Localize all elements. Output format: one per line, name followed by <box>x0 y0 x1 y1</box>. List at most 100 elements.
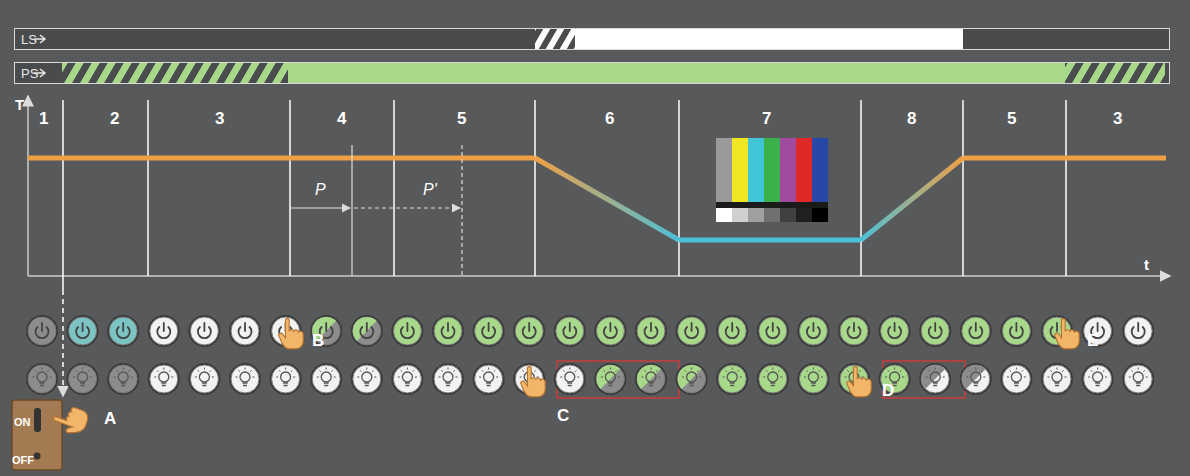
bulb-symbol <box>811 383 816 386</box>
power-symbol <box>82 323 84 331</box>
power-symbol <box>163 323 165 331</box>
power-icon <box>515 317 543 345</box>
power-icon <box>351 315 383 347</box>
bulb-ray <box>116 370 117 371</box>
bulb-ray <box>129 370 130 371</box>
power-symbol <box>610 323 612 331</box>
power-symbol <box>894 323 896 331</box>
phase-number: 5 <box>457 110 466 127</box>
power-symbol <box>934 323 936 331</box>
power-symbol <box>1016 323 1018 331</box>
bulb-ray <box>699 377 701 378</box>
bulb-symbol <box>1093 372 1103 382</box>
callout-letter: B <box>312 332 324 349</box>
lamp-icon <box>1000 363 1032 395</box>
lamp-icon <box>67 363 99 395</box>
bulb-ray <box>479 377 481 378</box>
bulb-symbol <box>1055 383 1060 386</box>
bulb-ray <box>210 370 211 371</box>
bulb-ray <box>900 370 901 371</box>
lamp-icon <box>231 365 259 393</box>
bulb-ray <box>276 377 278 378</box>
bulb-symbol <box>159 372 169 382</box>
bulb-symbol <box>118 372 128 382</box>
power-symbol <box>366 323 368 331</box>
bulb-ray <box>496 377 498 378</box>
bulb-ray <box>334 377 336 378</box>
period-label: P <box>315 182 326 198</box>
lamp-icon <box>1122 363 1154 395</box>
bulb-ray <box>888 370 889 371</box>
bulb-ray <box>804 377 806 378</box>
bulb-symbol <box>405 383 410 386</box>
switch-label: ON <box>14 417 31 428</box>
bulb-ray <box>885 377 887 378</box>
power-symbol <box>325 323 327 331</box>
bulb-symbol <box>446 383 451 386</box>
bulb-ray <box>813 368 814 370</box>
bulb-ray <box>604 370 605 371</box>
bulb-ray <box>902 377 904 378</box>
power-icon <box>635 315 667 347</box>
bulb-ray <box>114 377 116 378</box>
power-icon <box>28 317 56 345</box>
bulb-ray <box>847 370 848 371</box>
lamp-icon <box>351 363 383 395</box>
bulb-ray <box>821 377 823 378</box>
power-icon <box>231 317 259 345</box>
bulb-ray <box>651 368 652 370</box>
lamp-icon <box>757 363 789 395</box>
lamp-icon <box>107 363 139 395</box>
phase-number: 3 <box>215 110 224 127</box>
bulb-ray <box>1091 370 1092 371</box>
bulb-ray <box>398 377 400 378</box>
bulb-symbol <box>727 372 737 382</box>
power-symbol <box>813 323 815 331</box>
lamp-icon <box>69 365 97 393</box>
lamp-icon <box>554 363 586 395</box>
lamp-icon <box>635 363 667 395</box>
bulb-ray <box>204 368 205 370</box>
bulb-ray <box>236 377 238 378</box>
bulb-ray <box>90 377 92 378</box>
bulb-ray <box>1088 377 1090 378</box>
phase-number: 7 <box>762 110 771 127</box>
lamp-icon <box>718 365 746 393</box>
bulb-ray <box>1010 370 1011 371</box>
bulb-ray <box>291 370 292 371</box>
power-icon <box>1002 317 1030 345</box>
lamp-icon <box>1041 363 1073 395</box>
lamp-icon <box>799 365 827 393</box>
bulb-ray <box>1024 377 1026 378</box>
bulb-symbol <box>808 372 818 382</box>
bulb-ray <box>1022 370 1023 371</box>
bulb-ray <box>332 370 333 371</box>
bulb-symbol <box>565 372 575 382</box>
bulb-ray <box>926 377 928 378</box>
bulb-ray <box>372 370 373 371</box>
power-symbol <box>1097 323 1099 331</box>
power-icon <box>919 315 951 347</box>
axis-label: T <box>15 97 24 112</box>
bulb-ray <box>441 370 442 371</box>
bulb-symbol <box>40 383 45 386</box>
power-icon <box>473 315 505 347</box>
power-symbol <box>772 323 774 331</box>
bulb-ray <box>1097 368 1098 370</box>
bulb-ray <box>601 377 603 378</box>
bulb-ray <box>123 368 124 370</box>
bulb-ray <box>983 377 985 378</box>
power-symbol <box>488 323 490 331</box>
phase-number: 1 <box>39 110 48 127</box>
bulb-ray <box>778 370 779 371</box>
bulb-ray <box>616 370 617 371</box>
power-icon <box>678 317 706 345</box>
lamp-icon <box>475 365 503 393</box>
bulb-symbol <box>973 383 978 386</box>
bulb-ray <box>763 377 765 378</box>
bulb-ray <box>1016 368 1017 370</box>
lamp-icon <box>1082 363 1114 395</box>
lamp-icon <box>676 363 708 395</box>
lamp-icon <box>556 365 584 393</box>
